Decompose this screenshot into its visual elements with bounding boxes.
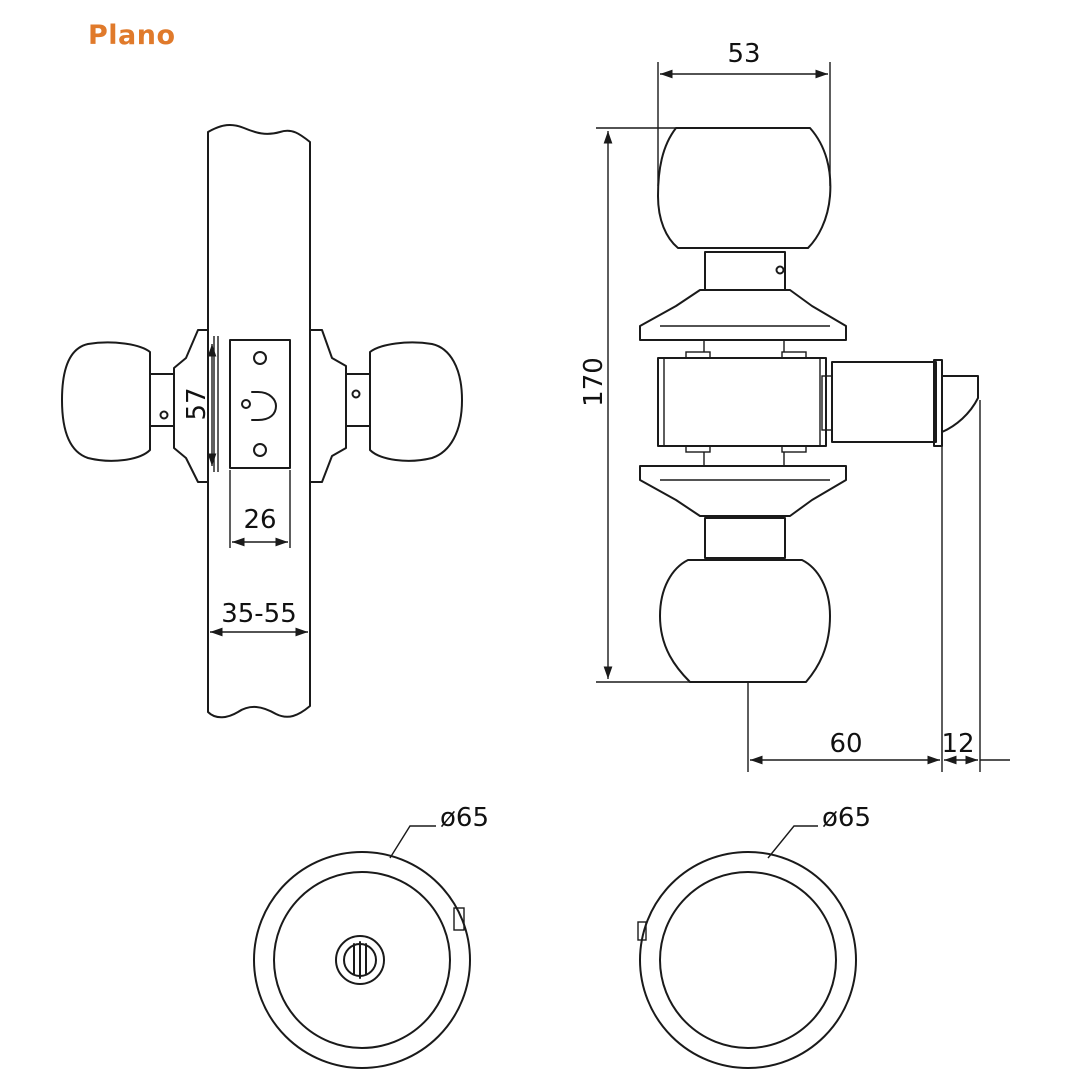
lower-knob (659, 559, 831, 683)
left-knob (61, 341, 151, 462)
door-section-view: 57 26 35-55 (61, 123, 463, 719)
inner-knob-face-inside (659, 871, 837, 1049)
door-slab (207, 123, 311, 719)
upper-knob (657, 127, 832, 249)
lower-shank (704, 517, 786, 559)
dim-overall-height: 170 (579, 357, 609, 407)
lock-chassis (657, 357, 827, 447)
upper-shank (704, 251, 786, 291)
right-rose (309, 329, 347, 483)
dim-rose-diameter-key: ø65 (440, 803, 489, 833)
dim-faceplate-width: 26 (243, 505, 276, 535)
brand-logo: Plano (88, 20, 176, 51)
dim-rose-height: 57 (182, 387, 212, 420)
faceplate-screw-bottom (253, 443, 267, 457)
dim-backset: 60 (829, 729, 862, 759)
inner-knob-face-keyed (273, 871, 451, 1049)
dim-rose-diameter-inside: ø65 (822, 803, 871, 833)
keyhole-icon (353, 941, 367, 979)
keyed-rose-front-view: ø65 (253, 803, 489, 1069)
dim-latch-projection: 12 (941, 729, 974, 759)
right-shank (345, 373, 371, 427)
latch-bolt-slot (251, 391, 277, 421)
faceplate-screw-top (253, 351, 267, 365)
side-elevation-view: 53 170 60 12 (579, 39, 1010, 772)
lower-rose (639, 465, 847, 517)
outer-rose-ring-keyed (253, 851, 471, 1069)
outer-rose-ring-inside (639, 851, 857, 1069)
latch-faceplate (229, 339, 291, 469)
right-knob (369, 341, 463, 462)
latch-faceplate-side (933, 359, 943, 447)
dim-door-thickness: 35-55 (221, 599, 297, 629)
inside-rose-front-view: ø65 (637, 803, 871, 1069)
latch-bolt (941, 375, 979, 433)
latch-tube (831, 361, 937, 443)
upper-rose (639, 289, 847, 341)
key-cylinder (335, 935, 385, 985)
dim-knob-width: 53 (727, 39, 760, 69)
left-rose (173, 329, 209, 483)
